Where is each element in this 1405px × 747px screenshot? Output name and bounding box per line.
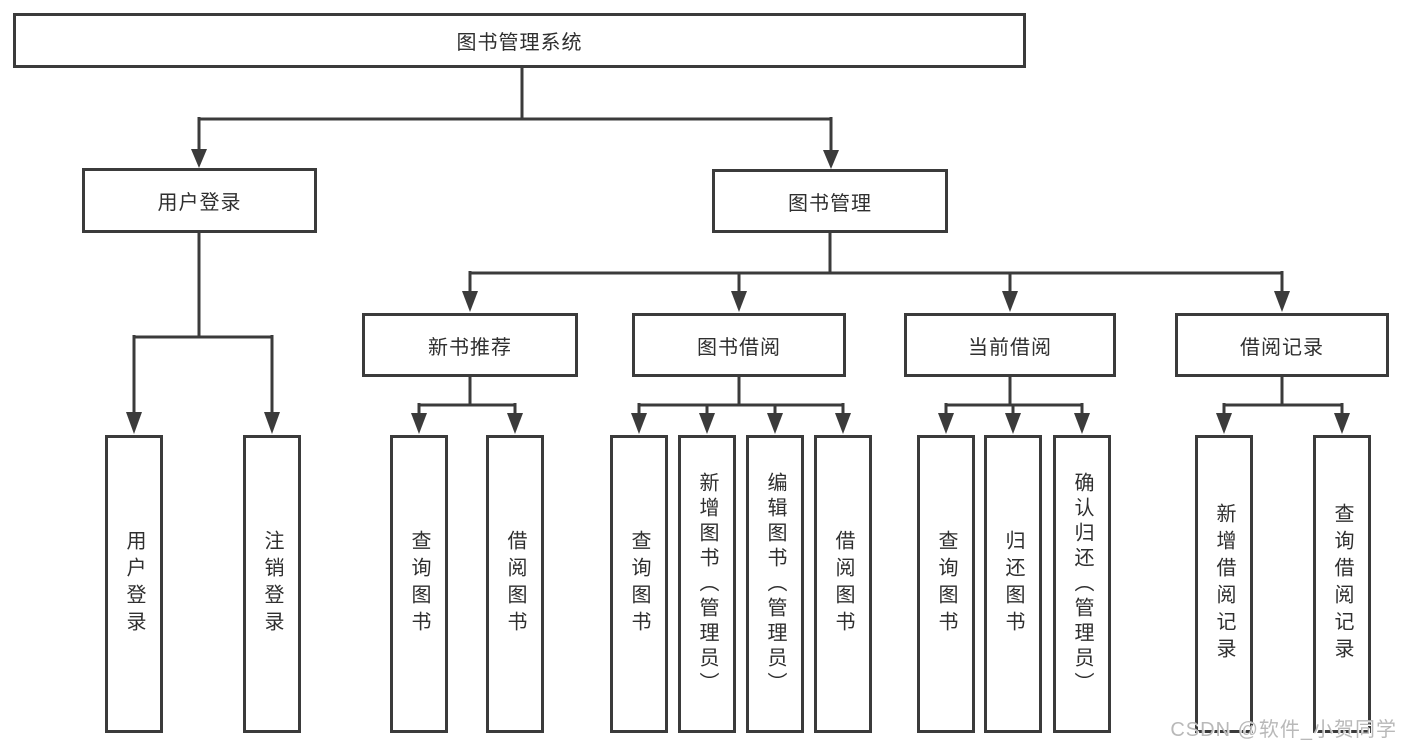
connector-new-book-recommend	[411, 377, 523, 434]
leaf-logout-label: 注销登录	[261, 530, 283, 638]
node-root: 图书管理系统	[13, 13, 1026, 68]
leaf-query-books-current: 查询图书	[917, 435, 975, 733]
leaf-confirm-return-admin-label: 确认归还（管理员）	[1071, 471, 1093, 697]
node-borrowing-records-label: 借阅记录	[1240, 336, 1324, 359]
node-book-borrowing-label: 图书借阅	[697, 336, 781, 359]
node-book-borrowing: 图书借阅	[632, 313, 846, 377]
node-book-management-label: 图书管理	[788, 192, 872, 215]
leaf-query-books-current-label: 查询图书	[935, 530, 957, 638]
leaf-logout: 注销登录	[243, 435, 301, 733]
leaf-edit-book-admin: 编辑图书（管理员）	[746, 435, 804, 733]
leaf-query-books-borrowing: 查询图书	[610, 435, 668, 733]
leaf-edit-book-admin-label: 编辑图书（管理员）	[764, 471, 786, 697]
node-new-book-recommend-label: 新书推荐	[428, 336, 512, 359]
leaf-query-borrow-record-label: 查询借阅记录	[1331, 503, 1353, 665]
node-borrowing-records: 借阅记录	[1175, 313, 1389, 377]
leaf-query-books-recommend-label: 查询图书	[408, 530, 430, 638]
leaf-borrow-books-recommend-label: 借阅图书	[504, 530, 526, 638]
leaf-query-borrow-record: 查询借阅记录	[1313, 435, 1371, 733]
leaf-add-borrow-record-label: 新增借阅记录	[1213, 503, 1235, 665]
leaf-confirm-return-admin: 确认归还（管理员）	[1053, 435, 1111, 733]
connector-borrowing-records	[1216, 377, 1350, 434]
leaf-return-books-label: 归还图书	[1002, 530, 1024, 638]
node-current-borrowing-label: 当前借阅	[968, 336, 1052, 359]
leaf-borrow-books-recommend: 借阅图书	[486, 435, 544, 733]
leaf-query-books-borrowing-label: 查询图书	[628, 530, 650, 638]
connector-book-borrowing	[631, 377, 851, 434]
connector-user-login	[126, 233, 280, 434]
leaf-user-login: 用户登录	[105, 435, 163, 733]
leaf-add-book-admin-label: 新增图书（管理员）	[696, 471, 718, 697]
leaf-borrow-books-borrowing: 借阅图书	[814, 435, 872, 733]
connector-root	[191, 68, 839, 169]
leaf-return-books: 归还图书	[984, 435, 1042, 733]
leaf-add-book-admin: 新增图书（管理员）	[678, 435, 736, 733]
node-root-label: 图书管理系统	[456, 32, 583, 54]
leaf-query-books-recommend: 查询图书	[390, 435, 448, 733]
connector-book-management	[462, 233, 1290, 312]
node-user-login-label: 用户登录	[157, 192, 242, 214]
node-user-login: 用户登录	[82, 168, 317, 233]
leaf-borrow-books-borrowing-label: 借阅图书	[832, 530, 854, 638]
leaf-add-borrow-record: 新增借阅记录	[1195, 435, 1253, 733]
watermark: CSDN @软件_小贺同学	[1170, 719, 1397, 741]
node-current-borrowing: 当前借阅	[904, 313, 1116, 377]
node-new-book-recommend: 新书推荐	[362, 313, 578, 377]
connector-current-borrowing	[938, 377, 1090, 434]
node-book-management: 图书管理	[712, 169, 948, 233]
leaf-user-login-label: 用户登录	[123, 530, 145, 638]
